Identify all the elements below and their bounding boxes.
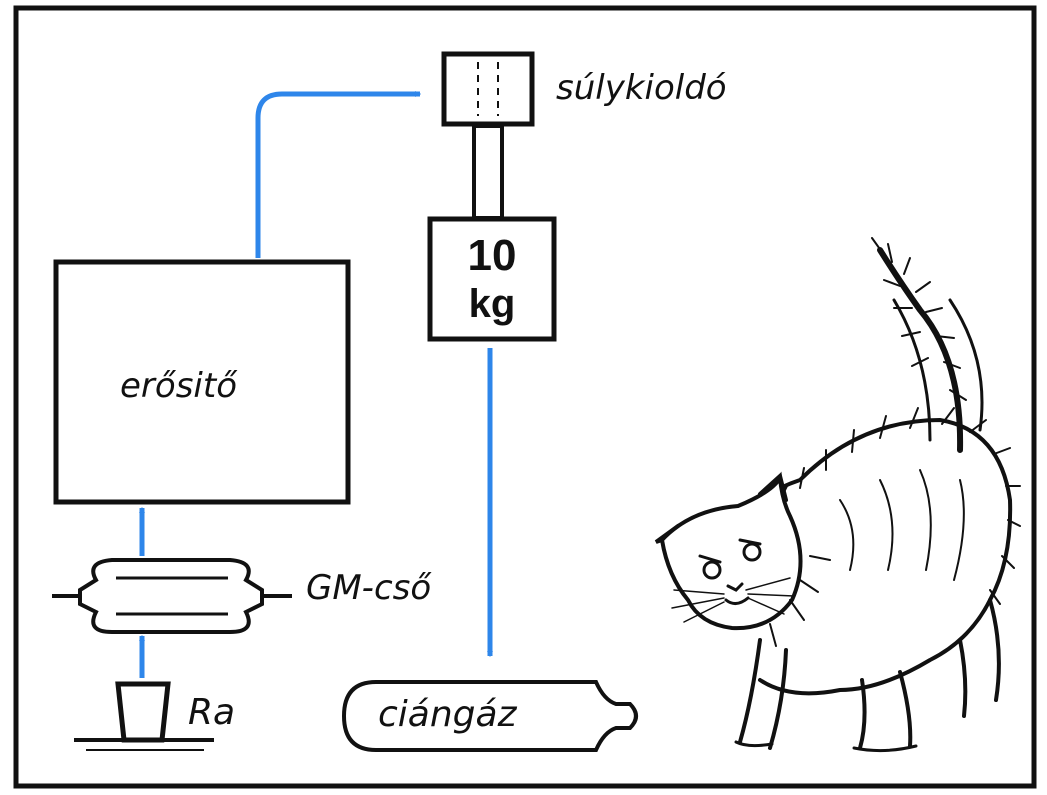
gm-tube: [52, 558, 292, 634]
weight-value: 10: [467, 231, 517, 280]
weight-box: [427, 216, 557, 342]
counter-label: GM-cső: [306, 568, 432, 608]
amplifier-label: erősitő: [120, 366, 237, 406]
weight-unit: kg: [468, 282, 516, 326]
weight-trigger: [441, 51, 535, 220]
arrow-amplifier-to-trigger: [255, 91, 422, 258]
gas-label: ciángáz: [378, 694, 517, 735]
radium-source: [74, 681, 214, 751]
amplifier-box: [53, 259, 351, 505]
trigger-label: súlykioldó: [556, 68, 727, 108]
frightened-cat-icon: [654, 237, 1021, 753]
outer-frame: [13, 5, 1037, 789]
cyanide-bottle: [341, 680, 638, 752]
source-label: Ra: [188, 692, 236, 733]
